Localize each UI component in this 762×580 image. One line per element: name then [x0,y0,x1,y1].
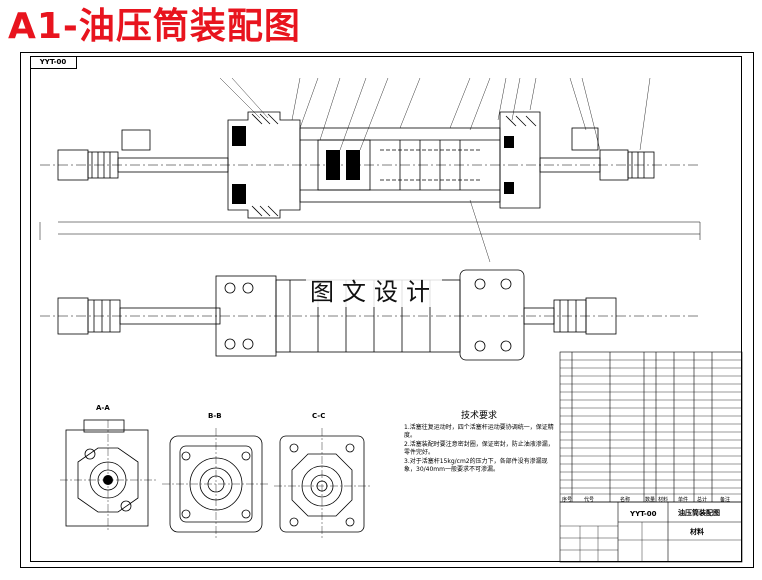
header-index: 序号 [562,497,573,503]
header-unit: 单件 [678,497,689,503]
title-block-name: 油压筒装配图 [678,509,720,517]
title-block [559,501,743,563]
sectional-view [39,77,701,263]
title-block-drawing-no: YYT-00 [630,510,657,518]
header-name: 名称 [620,497,631,503]
drawing-code-box: YYT-00 [30,56,77,69]
header-material: 材料 [658,497,669,503]
drawing-frame [30,56,742,562]
header-remark: 备注 [720,497,731,503]
drawing-sheet [20,52,754,568]
header-code: 代号 [584,497,595,503]
tech-item-1: 1.活塞往复运动时，四个活塞杆运动要协调统一，保证精度。 [404,423,554,440]
watermark-text: 图文设计 [306,272,442,307]
tech-item-3: 3.对于活塞杆15kg/cm2的压力下，各部件没有渗漏现象，30/40mm一般要… [404,457,548,474]
section-c-c [274,428,372,540]
title-block-material: 材料 [690,528,704,536]
tech-item-2: 2.活塞装配时要注意密封圈，保证密封，防止油液渗漏，零件完好。 [404,440,554,457]
section-label-a: A-A [96,404,110,412]
header-total: 总计 [697,497,708,503]
parts-list-rows [560,359,742,495]
tech-heading: 技术要求 [460,411,497,421]
section-b-b [162,428,270,540]
section-a-a [60,419,156,532]
drawing-title: A1-油压筒装配图 [8,6,301,47]
header-qty: 数量 [645,497,656,503]
section-label-b: B-B [208,412,222,420]
technical-requirements: 技术要求 1.活塞往复运动时，四个活塞杆运动要协调统一，保证精度。 2.活塞装配… [404,412,554,475]
section-label-c: C-C [312,412,326,420]
parts-list [559,351,743,503]
